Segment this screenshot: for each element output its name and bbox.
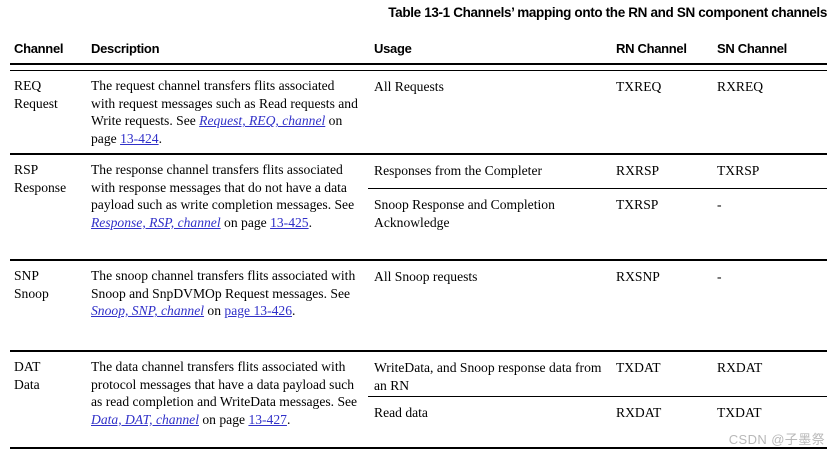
channel-abbr: REQ xyxy=(14,78,42,93)
csdn-watermark: CSDN @子墨祭 xyxy=(728,432,825,447)
column-header-usage: Usage xyxy=(374,41,412,56)
description-text: The response channel transfers flits ass… xyxy=(91,162,355,213)
column-header-rn-channel: RN Channel xyxy=(616,41,687,56)
rn-channel-cell: RXSNP xyxy=(616,269,660,284)
sn-channel-cell: TXDAT xyxy=(717,405,762,420)
page-reference-link[interactable]: 13-425 xyxy=(270,214,309,230)
table-bottom-rule xyxy=(10,447,827,449)
sn-channel-cell: TXRSP xyxy=(717,163,760,178)
usage-cell: All Snoop requests xyxy=(374,269,478,284)
rn-channel-cell: TXDAT xyxy=(616,360,661,375)
column-header-channel: Channel xyxy=(14,41,64,56)
usage-cell: Snoop Response and Completion Acknowledg… xyxy=(374,197,555,230)
description-mid: on page xyxy=(220,214,271,230)
description-suffix: . xyxy=(308,214,312,230)
subrow-divider-dat xyxy=(368,396,827,397)
cross-reference-link[interactable]: Response, RSP, channel xyxy=(91,214,221,230)
description-mid: on page xyxy=(91,113,343,146)
row-divider-rsp xyxy=(10,259,827,261)
usage-cell: Read data xyxy=(374,405,428,420)
cross-reference-link[interactable]: Snoop, SNP, channel xyxy=(91,303,205,319)
description-cell: The data channel transfers flits associa… xyxy=(91,358,361,428)
table-row: RSP Response xyxy=(14,161,88,196)
cross-reference-link[interactable]: Request, REQ, channel xyxy=(199,113,326,129)
description-mid: on page xyxy=(198,411,249,427)
table-row: SNP Snoop xyxy=(14,267,88,302)
description-suffix: . xyxy=(286,411,291,427)
description-suffix: . xyxy=(292,303,296,319)
description-suffix: . xyxy=(158,130,162,146)
row-divider-snp xyxy=(10,350,827,352)
channel-abbr: DAT xyxy=(14,359,41,374)
rn-channel-cell: TXRSP xyxy=(616,197,659,212)
column-header-description: Description xyxy=(91,41,160,56)
page-reference-link[interactable]: 13-427 xyxy=(248,411,287,427)
sn-channel-cell: - xyxy=(717,269,722,284)
page-reference-link[interactable]: 13-424 xyxy=(120,130,159,146)
sn-channel-cell: - xyxy=(717,197,722,212)
row-divider-req xyxy=(10,153,827,155)
description-cell: The response channel transfers flits ass… xyxy=(91,161,361,231)
sn-channel-cell: RXREQ xyxy=(717,79,764,94)
description-mid: on xyxy=(204,303,225,319)
table-row: DAT Data xyxy=(14,358,88,393)
description-text: The request channel transfers flits asso… xyxy=(91,78,358,129)
description-text: The snoop channel transfers flits associ… xyxy=(91,268,356,301)
description-cell: The request channel transfers flits asso… xyxy=(91,77,361,147)
header-bottom-rule xyxy=(10,70,827,71)
usage-cell: WriteData, and Snoop response data from … xyxy=(374,360,602,393)
description-text: The data channel transfers flits associa… xyxy=(91,359,358,410)
cross-reference-link[interactable]: Data, DAT, channel xyxy=(91,411,199,427)
channel-name: Snoop xyxy=(14,285,49,301)
rn-channel-cell: TXREQ xyxy=(616,79,662,94)
table-row: REQ Request xyxy=(14,77,88,112)
page-reference-link[interactable]: page 13-426 xyxy=(224,303,292,319)
page-title: Table 13-1 Channels’ mapping onto the RN… xyxy=(388,5,827,20)
column-header-sn-channel: SN Channel xyxy=(717,41,787,56)
channel-name: Data xyxy=(14,376,40,392)
subrow-divider-rsp xyxy=(368,188,827,189)
channel-name: Request xyxy=(14,95,58,111)
rn-channel-cell: RXDAT xyxy=(616,405,662,420)
rn-channel-cell: RXRSP xyxy=(616,163,660,178)
usage-cell: Responses from the Completer xyxy=(374,163,543,178)
sn-channel-cell: RXDAT xyxy=(717,360,763,375)
header-top-rule xyxy=(10,63,827,65)
usage-cell: All Requests xyxy=(374,79,444,94)
channel-name: Response xyxy=(14,179,67,195)
description-cell: The snoop channel transfers flits associ… xyxy=(91,267,361,320)
channel-abbr: SNP xyxy=(14,268,39,283)
channel-abbr: RSP xyxy=(14,162,39,177)
